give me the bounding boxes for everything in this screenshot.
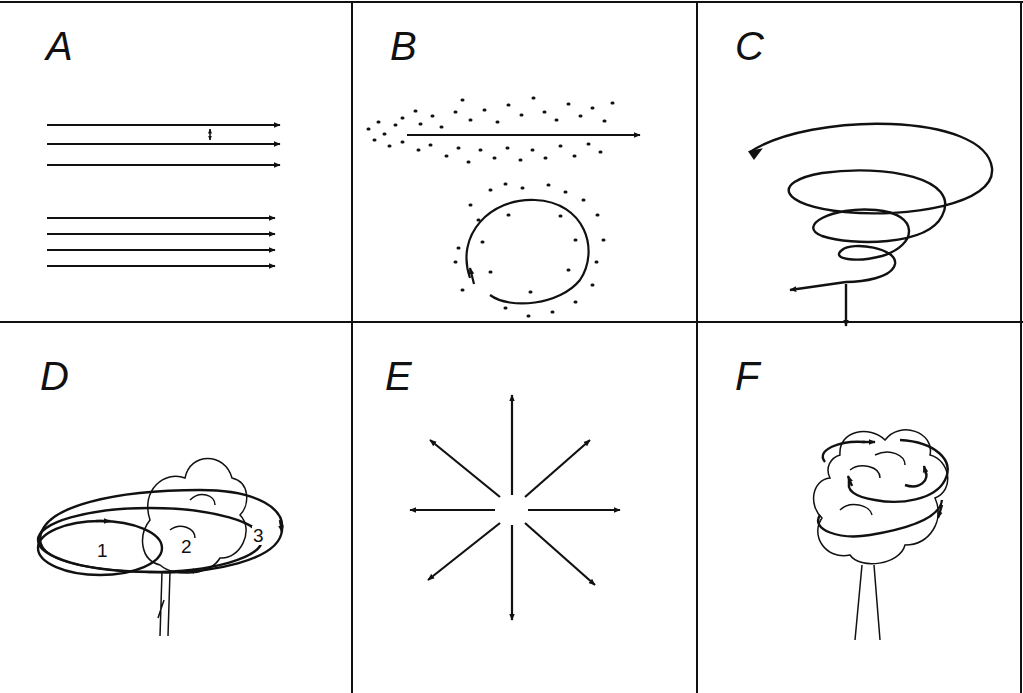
loop-number: 2	[180, 537, 193, 556]
loop-number: 3	[252, 526, 265, 545]
panel-letter: A	[46, 26, 73, 66]
wind-loops	[38, 490, 282, 575]
panel-letter: B	[390, 26, 417, 66]
panel-letter: C	[735, 26, 764, 66]
panel-letter: F	[735, 356, 759, 396]
panel-letter: D	[40, 356, 69, 396]
spiral-path	[750, 124, 992, 326]
radial-arrows	[410, 395, 620, 620]
tree	[814, 430, 948, 640]
swirl-arrows	[818, 440, 948, 536]
parallel-arrows	[47, 125, 280, 266]
panel-letter: E	[385, 356, 412, 396]
loop-number: 1	[96, 541, 109, 560]
particle-dots	[368, 98, 613, 316]
tree	[143, 459, 247, 637]
particle-paths	[407, 135, 640, 303]
